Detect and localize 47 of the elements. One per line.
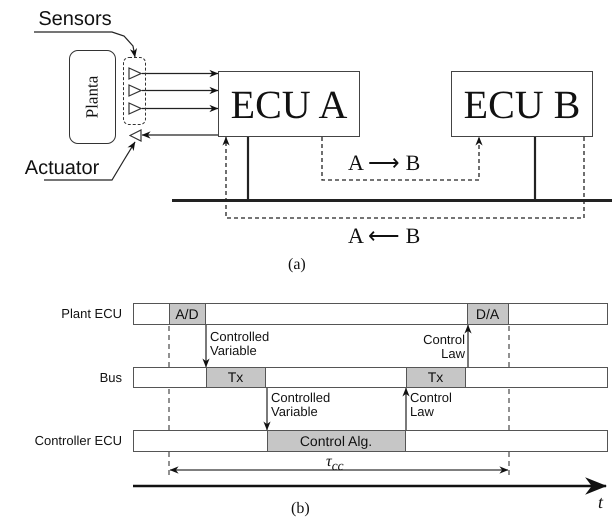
- plant-box: [69, 50, 116, 144]
- interval-label: τ$_{cc}$: [326, 453, 344, 474]
- edge-label: Controlled Variable: [210, 330, 270, 358]
- actuator-triangle: [129, 129, 142, 142]
- figure-label: (b): [291, 500, 310, 518]
- row-label: Controller ECU: [34, 433, 122, 448]
- timeline-row: [133, 430, 608, 452]
- arrow: [222, 136, 585, 219]
- axis-label: t: [598, 492, 604, 513]
- arrow: [142, 70, 218, 78]
- edge-label: Controlled Variable: [271, 391, 332, 418]
- timeline-row: [133, 367, 608, 388]
- task-block: Control Alg.: [266, 430, 406, 452]
- edge-label: A ⟵ B: [348, 224, 420, 248]
- row-label: Plant ECU: [61, 306, 122, 321]
- edge-label: Control Law: [422, 333, 465, 360]
- arrow: [142, 86, 218, 94]
- arrow: [402, 388, 410, 430]
- sensor-triangle: [128, 102, 142, 115]
- leader-line: [34, 31, 137, 58]
- row-label: Bus: [100, 370, 122, 384]
- connector-line: [246, 137, 250, 199]
- bus-line: [172, 199, 612, 202]
- edge-label: A ⟶ B: [348, 151, 420, 174]
- arrow: [321, 136, 483, 181]
- plant-label: Planta: [82, 76, 102, 118]
- callout-label: Sensors: [30, 6, 120, 32]
- arrow: [464, 324, 472, 367]
- leader-line: [44, 142, 136, 181]
- task-block: Tx: [206, 366, 266, 388]
- edge-label: Control Law: [410, 391, 453, 418]
- timeline-row: [133, 303, 608, 325]
- ecu-box: ECU A: [218, 71, 360, 137]
- arrow: [142, 131, 218, 139]
- sensor-triangle: [128, 66, 142, 80]
- ecu-box: ECU B: [451, 71, 593, 137]
- task-block: A/D: [168, 302, 206, 324]
- task-block: Tx: [406, 366, 466, 388]
- callout-label: Actuator: [14, 156, 110, 180]
- task-block: D/A: [466, 302, 508, 324]
- figure-label: (a): [288, 256, 306, 274]
- arrow: [142, 104, 218, 112]
- connector-line: [534, 137, 536, 199]
- sensor-triangle: [128, 84, 142, 97]
- arrow: [263, 388, 271, 430]
- sensor-group: [123, 57, 146, 125]
- arrow: [202, 325, 210, 368]
